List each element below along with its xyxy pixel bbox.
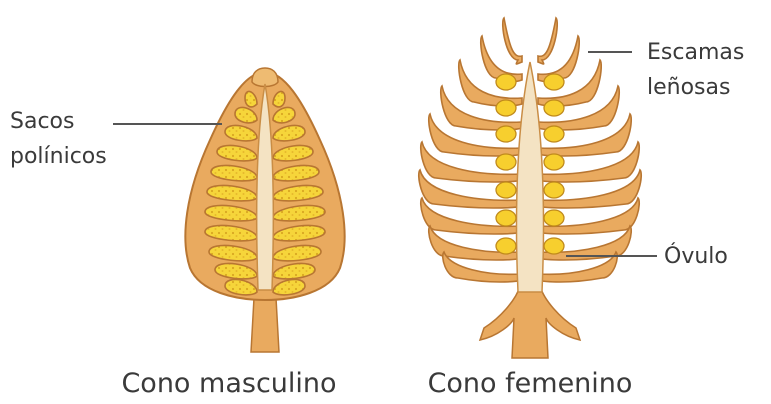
- female-cone: [419, 18, 641, 358]
- ovule: [496, 126, 516, 142]
- ovule: [544, 74, 564, 90]
- ovule: [544, 182, 564, 198]
- woody-scales-label-line2: leñosas: [647, 75, 730, 101]
- male-cone-tip: [252, 68, 278, 87]
- male-cone-caption: Cono masculino: [105, 368, 353, 400]
- ovule: [544, 210, 564, 226]
- male-cone: [185, 68, 344, 352]
- woody-scale: [503, 18, 522, 64]
- pollen-sacs-label-line2: polínicos: [10, 144, 107, 170]
- female-cone-stalk: [480, 286, 580, 358]
- ovule: [496, 100, 516, 116]
- woody-scale: [538, 18, 557, 64]
- pollen-sacs-label-line1: Sacos: [10, 109, 74, 135]
- ovule: [496, 74, 516, 90]
- ovule: [544, 100, 564, 116]
- female-cone-caption: Cono femenino: [415, 368, 645, 400]
- ovule: [496, 210, 516, 226]
- ovule: [544, 238, 564, 254]
- ovule: [496, 154, 516, 170]
- ovule: [496, 182, 516, 198]
- ovule-label: Óvulo: [664, 244, 728, 270]
- ovule: [496, 238, 516, 254]
- ovule: [544, 154, 564, 170]
- female-cone-axis: [517, 62, 544, 292]
- ovule: [544, 126, 564, 142]
- woody-scales-label-line1: Escamas: [647, 40, 744, 66]
